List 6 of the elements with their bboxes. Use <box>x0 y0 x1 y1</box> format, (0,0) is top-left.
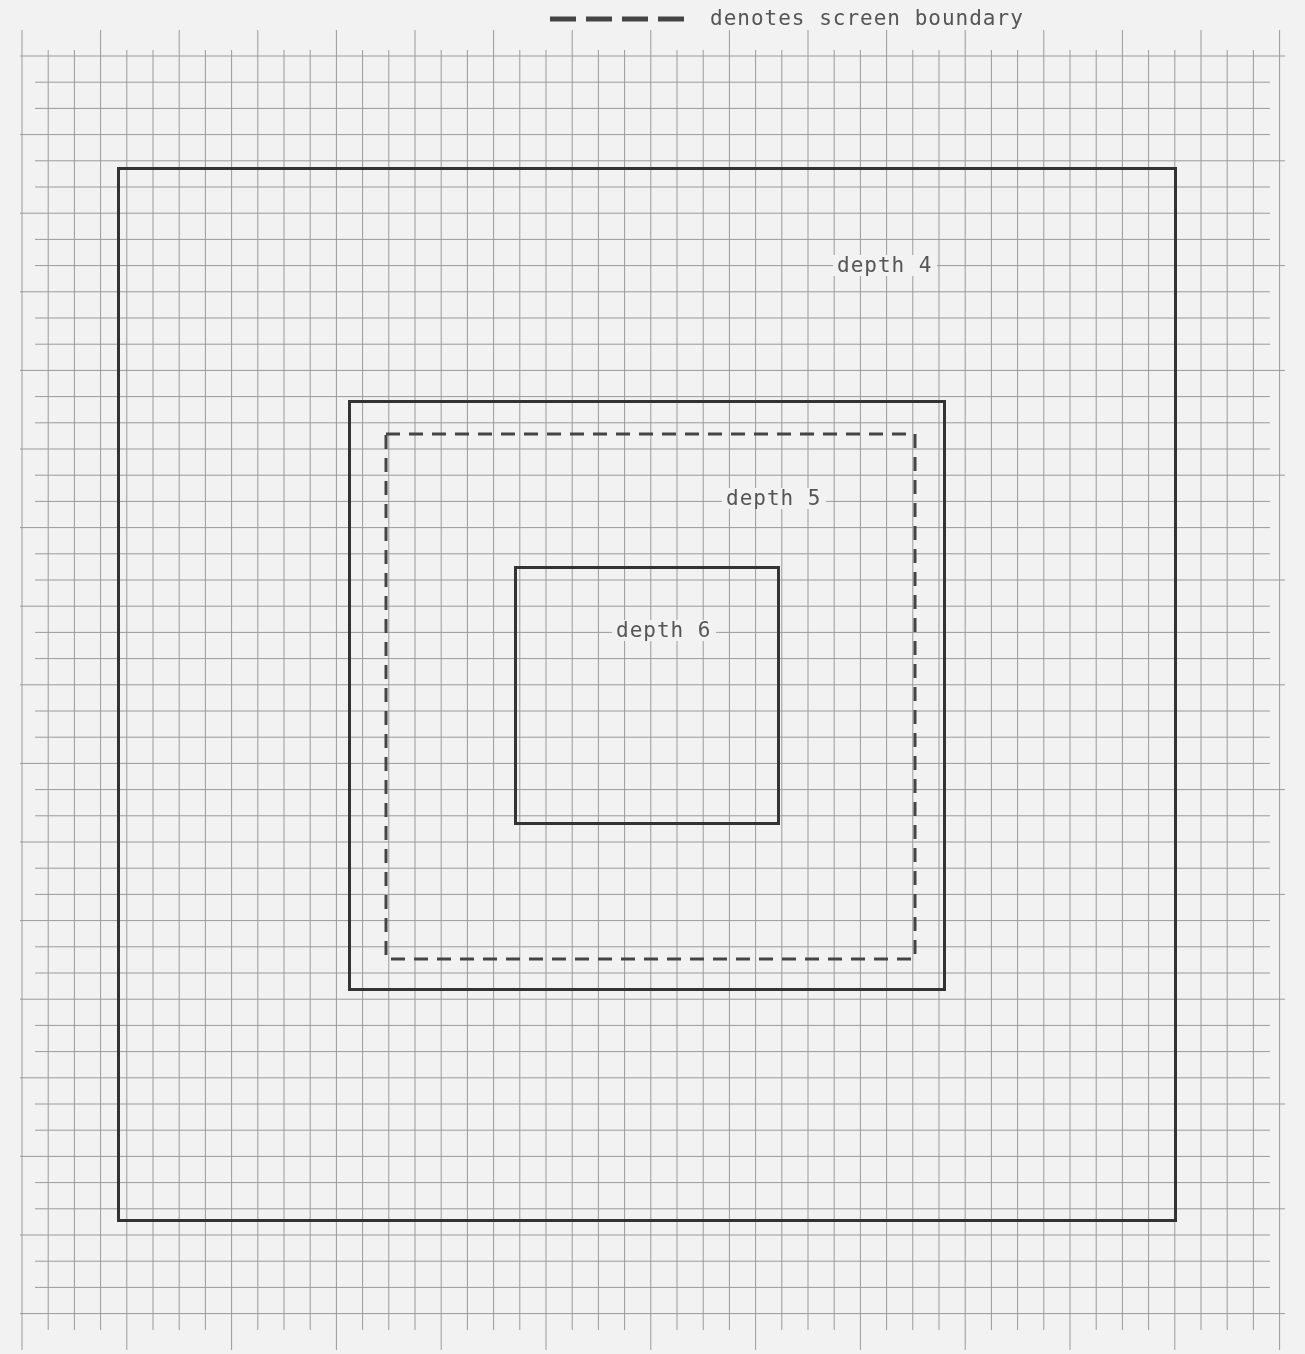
depth-label: depth 6 <box>612 620 716 641</box>
depth-frame <box>348 400 946 991</box>
depth-frame <box>117 167 1177 1222</box>
depth-label: depth 4 <box>833 255 937 276</box>
depth-frame <box>514 566 780 825</box>
depth-label: depth 5 <box>722 488 826 509</box>
